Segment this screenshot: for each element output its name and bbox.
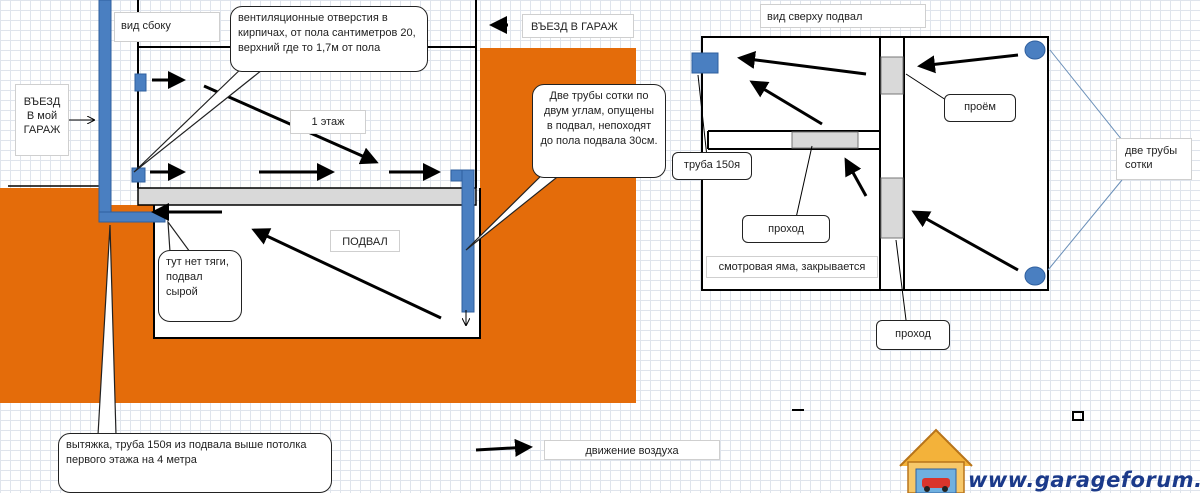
vent-hole-upper bbox=[134, 73, 147, 92]
callout-exhaust: вытяжка, труба 150я из подвала выше пото… bbox=[58, 433, 332, 493]
callout-two-pipes: Две трубы сотки по двум углам, опущены в… bbox=[532, 84, 666, 178]
top-pipe150 bbox=[691, 52, 719, 74]
vent-hole-lower bbox=[131, 167, 146, 183]
top-passage-2 bbox=[880, 177, 904, 239]
inspection-pit-label: смотровая яма, закрывается bbox=[706, 256, 878, 278]
top-passage-1 bbox=[791, 131, 859, 149]
callout-vent-holes: вентиляционные отверстия в кирпичах, от … bbox=[230, 6, 428, 72]
callout-passage-1: проход bbox=[742, 215, 830, 243]
legend-air-flow: движение воздуха bbox=[544, 440, 720, 460]
garage-logo-icon bbox=[899, 428, 973, 493]
top-pipe-circle-1 bbox=[1024, 40, 1046, 60]
side-view-title: вид сбоку bbox=[114, 12, 220, 42]
exhaust-pipe bbox=[98, 0, 112, 223]
garage-entrance-label: ВЪЕЗД В ГАРАЖ bbox=[522, 14, 634, 38]
callout-pipe150: труба 150я bbox=[672, 152, 752, 180]
callout-opening: проём bbox=[944, 94, 1016, 122]
two-pipes-label: две трубы сотки bbox=[1116, 138, 1192, 180]
callout-no-draft: тут нет тяги, подвал сырой bbox=[158, 250, 242, 322]
floor-slab bbox=[137, 187, 477, 206]
basement-label: ПОДВАЛ bbox=[330, 230, 400, 252]
ground bbox=[0, 48, 636, 403]
callout-passage-2: проход bbox=[876, 320, 950, 350]
my-garage-entrance-label: ВЪЕЗД В мой ГАРАЖ bbox=[15, 84, 69, 156]
top-pipe-circle-2 bbox=[1024, 266, 1046, 286]
site-watermark: www.garageforum.ru bbox=[968, 468, 1200, 492]
top-view-plan bbox=[701, 36, 1049, 291]
top-opening bbox=[880, 56, 904, 95]
top-view-title: вид сверху подвал bbox=[760, 4, 926, 28]
floor1-label: 1 этаж bbox=[290, 110, 366, 134]
